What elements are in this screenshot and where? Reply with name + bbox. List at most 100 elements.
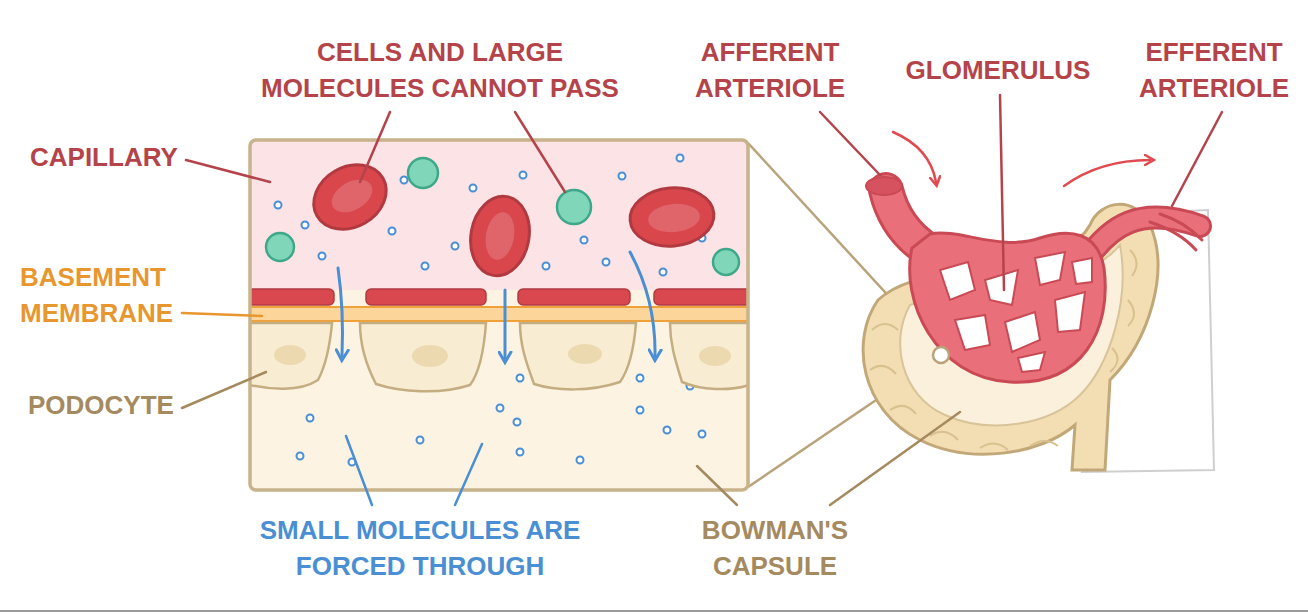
small-molecules-part [470, 185, 477, 192]
flow-arrow [1064, 160, 1150, 186]
red-blood-cell-centres [326, 173, 701, 262]
leader-lines-part [515, 112, 565, 192]
small-molecules-part [660, 269, 667, 276]
part-label: PODOCYTE [28, 387, 188, 423]
small-molecules-part [417, 437, 424, 444]
small-molecules-part [543, 263, 550, 270]
endothelium-part [250, 289, 334, 305]
part-label: BOWMAN'S CAPSULE [675, 512, 875, 584]
podocytes [250, 323, 748, 391]
part-label: GLOMERULUS [868, 52, 1128, 88]
leader-lines-part [360, 112, 390, 182]
podocytes-part [360, 323, 486, 391]
red-blood-cell-centres-part [647, 202, 701, 234]
tuft-gaps-part [940, 262, 975, 300]
small-molecules-part [581, 237, 588, 244]
red-blood-cells-part [464, 192, 535, 281]
podocyte-nuclei-part [412, 345, 448, 367]
leader-lines-part [182, 313, 262, 316]
small-molecules-part [401, 177, 408, 184]
tuft-gaps-part [1035, 252, 1065, 285]
small-molecules-part [699, 431, 706, 438]
capsule-cells-part [872, 324, 898, 330]
leader-lines [182, 95, 1222, 505]
capsule-cells-part [980, 443, 1008, 450]
tuft-gaps-part [1005, 312, 1040, 352]
small-molecules-part [497, 405, 504, 412]
part-label: EFFERENT ARTERIOLE [1126, 34, 1302, 106]
small-molecules-part [664, 427, 671, 434]
basement-membrane [250, 307, 748, 321]
filtration-arrows [338, 252, 655, 358]
callout-label: SMALL MOLECULES ARE FORCED THROUGH [245, 512, 595, 584]
tuft-gaps-part [955, 315, 990, 350]
tuft-gaps-part [1018, 352, 1045, 372]
small-molecules-part [577, 457, 584, 464]
leader-lines-part [182, 372, 266, 408]
filtration-arrows-part [338, 268, 343, 356]
red-blood-cells-part [302, 152, 398, 242]
capsule-cells-part [870, 366, 896, 374]
small-molecules-part [637, 375, 644, 382]
small-molecules-part [275, 202, 282, 209]
arteriole-opening [866, 177, 902, 195]
small-molecules-part [619, 173, 626, 180]
leader-lines-part [186, 160, 270, 182]
small-molecules-part [297, 453, 304, 460]
leader-lines-part [1172, 112, 1222, 206]
part-label: BASEMENT MEMBRANE [20, 259, 185, 331]
podocytes-part [520, 323, 636, 389]
filtration-arrows-part [630, 252, 655, 356]
leader-lines-part [830, 412, 960, 505]
podocytes-part [250, 323, 332, 389]
tuft-gaps [940, 252, 1092, 372]
endothelium-part [654, 289, 748, 305]
small-molecules-part [637, 407, 644, 414]
small-molecules-part [302, 222, 309, 229]
red-blood-cell-centres-part [326, 173, 378, 219]
filtration-closeup [250, 140, 748, 490]
flow-arrow [893, 132, 936, 182]
small-molecules-part [677, 155, 684, 162]
capsule-cells-part [1128, 300, 1134, 326]
bottom-rule [0, 610, 1308, 612]
efferent-branches-part [1150, 222, 1196, 250]
small-molecules-part [517, 375, 524, 382]
large-proteins-part [713, 249, 739, 275]
filtration-arrows-part [504, 290, 507, 358]
leader-lines-part [1000, 95, 1004, 290]
leader-lines-part [346, 436, 372, 505]
small-molecules-part [389, 228, 396, 235]
small-molecules-part [319, 253, 326, 260]
tuft-gaps-part [1072, 258, 1092, 284]
capsule-cells-part [930, 432, 958, 440]
corpuscle [863, 132, 1214, 472]
red-blood-cells-part [628, 184, 717, 249]
endothelium-part [366, 289, 486, 305]
podocyte-nuclei-part [274, 345, 306, 365]
closeup-frame [250, 140, 748, 490]
tuft-gaps-part [985, 270, 1018, 305]
part-label: AFFERENT ARTERIOLE [670, 34, 870, 106]
small-molecules-part [452, 243, 459, 250]
podocytes-part [670, 323, 748, 389]
endothelium [250, 289, 748, 305]
small-molecules-part [517, 449, 524, 456]
capsule-cells-part [890, 406, 916, 414]
podocyte-nuclei-part [568, 344, 602, 364]
small-molecules-part [514, 419, 521, 426]
leader-lines-part [697, 466, 737, 505]
capillary-lumen [250, 140, 748, 290]
zoom-point [933, 347, 949, 363]
podocyte-nuclei-part [699, 346, 731, 366]
red-blood-cell-centres-part [482, 210, 518, 262]
small-molecules-part [603, 259, 610, 266]
capsule-cells-part [1110, 348, 1118, 372]
large-proteins-part [408, 158, 438, 188]
tuft-gaps-part [1055, 292, 1085, 332]
callout-label: CELLS AND LARGE MOLECULES CANNOT PASS [245, 34, 635, 106]
leader-lines-part [820, 112, 880, 175]
efferent-branches [1150, 214, 1202, 250]
